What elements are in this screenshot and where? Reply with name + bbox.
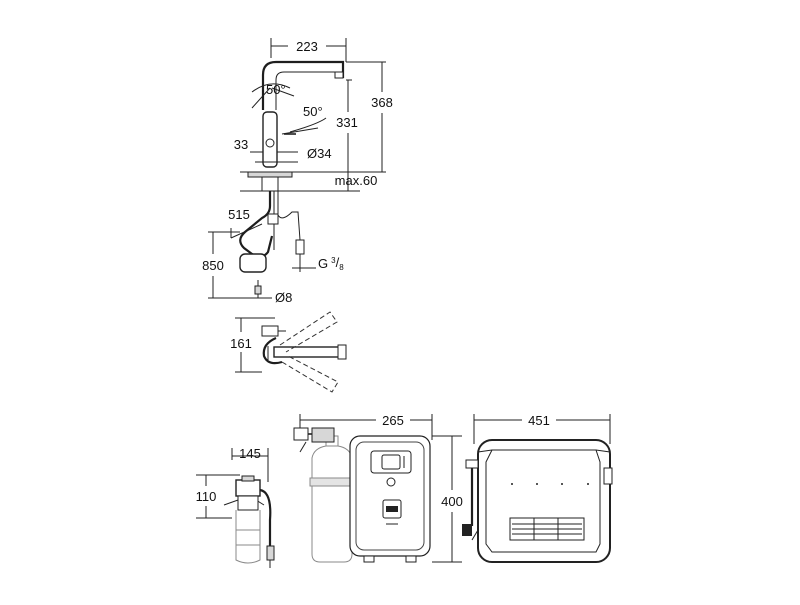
boiler-display-inner xyxy=(381,454,401,470)
filter-unit: 145 110 xyxy=(196,446,275,568)
boiler-logo-mark xyxy=(386,506,398,512)
diameter-label: Ø34 xyxy=(307,146,332,161)
boiler-panel xyxy=(355,441,425,551)
swivel-label: 161 xyxy=(230,336,252,351)
filter-width-label: 145 xyxy=(239,446,261,461)
hose515-dim-line xyxy=(230,223,263,239)
hose515-label: 515 xyxy=(228,207,250,222)
regulator-head xyxy=(311,427,335,443)
top-lever xyxy=(261,325,279,337)
valve-fitting xyxy=(295,239,305,255)
swivel-ghost-down xyxy=(281,355,339,393)
chiller-screw-2 xyxy=(536,483,538,485)
filter-head-cap xyxy=(241,475,255,482)
pipe-nut xyxy=(254,285,262,295)
chiller-screw-1 xyxy=(511,483,513,485)
supply-pipe-right xyxy=(277,191,301,241)
chiller-body xyxy=(477,439,611,563)
offset-label: 33 xyxy=(234,137,248,152)
chiller-side-connector xyxy=(465,459,479,469)
top-spray-head xyxy=(337,344,347,360)
chiller-corner-tl xyxy=(477,449,493,453)
hose-connector xyxy=(267,213,279,225)
counter-plate xyxy=(247,171,293,178)
regulator-gauge xyxy=(299,441,307,453)
thread-slash: / xyxy=(336,255,340,270)
filter-head xyxy=(235,479,261,497)
chiller-plug-lead xyxy=(471,529,479,541)
height331-label: 331 xyxy=(336,115,358,130)
angle-ray-mid xyxy=(271,87,295,97)
chiller-screw-3 xyxy=(561,483,563,485)
chiller-width-label: 451 xyxy=(528,413,550,428)
pipe-diameter-label: Ø8 xyxy=(275,290,292,305)
mount-shank xyxy=(261,176,279,192)
angle-ray-left xyxy=(251,87,271,109)
thread-letter: G xyxy=(318,256,328,271)
chiller-plug xyxy=(462,524,472,536)
swivel-ghost-up xyxy=(279,311,338,353)
angle-right-label: 50° xyxy=(303,104,323,119)
filter-height-label: 110 xyxy=(196,489,217,504)
height368-label: 368 xyxy=(371,95,393,110)
hose-weight xyxy=(239,253,267,273)
boiler-foot-right xyxy=(405,555,417,563)
chiller-side-port xyxy=(603,467,613,485)
faucet-body-knob xyxy=(265,138,275,148)
reach-label: 223 xyxy=(296,39,318,54)
angle-arc-right xyxy=(289,117,327,133)
hose850-label: 850 xyxy=(202,258,224,273)
thread-numerator: 3 xyxy=(331,256,336,265)
filter-hose xyxy=(259,488,272,552)
filter-collar xyxy=(237,495,259,511)
faucet-side-view: 223 368 331 50° 50° 33 Ø34 xyxy=(202,38,393,305)
chiller-front-panel xyxy=(485,449,601,553)
top-base-ring xyxy=(262,336,283,365)
regulator-body xyxy=(293,427,309,441)
boiler-foot-left xyxy=(363,555,375,563)
spray-head xyxy=(334,71,344,79)
spout-outline-outer xyxy=(261,60,345,110)
depth-label: 265 xyxy=(382,413,404,428)
chiller-unit: 451 xyxy=(462,413,613,563)
faucet-top-view: 161 xyxy=(230,311,347,393)
filter-hose-nut xyxy=(266,545,275,561)
filter-cartridge xyxy=(235,510,261,564)
thread-denominator: 8 xyxy=(339,263,344,272)
boiler-power-icon xyxy=(386,477,396,487)
boiler-unit: 265 400 xyxy=(293,413,463,563)
co2-bottle-strap xyxy=(309,477,357,487)
chiller-screw-4 xyxy=(587,483,589,485)
angle-left-label: 50° xyxy=(266,82,286,97)
hose-pullout xyxy=(239,191,274,258)
top-spout xyxy=(273,346,345,358)
angle-arc-left xyxy=(251,83,291,93)
counter-max-label: max.60 xyxy=(335,173,378,188)
chiller-corner-tr xyxy=(595,449,611,453)
spout-outline-inner xyxy=(275,71,336,110)
boiler-height-label: 400 xyxy=(441,494,463,509)
co2-bottle xyxy=(311,445,353,563)
angle-ray-right xyxy=(281,127,319,135)
